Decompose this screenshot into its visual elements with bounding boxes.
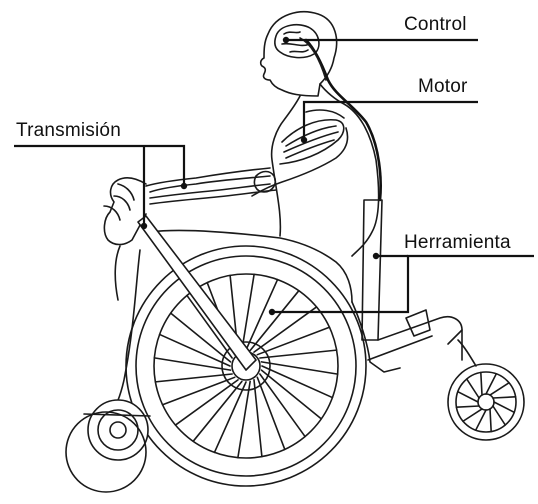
caster-spoke <box>458 392 478 402</box>
wheel-spoke <box>242 274 254 350</box>
wheel-spoke <box>155 374 232 382</box>
label-control: Control <box>404 14 467 36</box>
wheel-spoke <box>238 381 250 457</box>
caster-spoke <box>486 374 496 394</box>
caster-spoke <box>490 409 491 432</box>
caster-spoke <box>476 410 486 430</box>
nerve-line <box>306 40 381 200</box>
transmision-leader <box>14 146 184 186</box>
label-herramienta: Herramienta <box>404 232 511 254</box>
wheel-spoke <box>260 350 337 358</box>
wheel-spoke <box>154 358 230 370</box>
muscle-forearm <box>150 176 270 192</box>
wheel-spoke <box>175 380 238 425</box>
wheel-spoke <box>254 380 262 457</box>
wheel-spoke <box>254 307 317 352</box>
caster-spoke <box>493 406 505 425</box>
caster-spoke <box>494 402 514 412</box>
caster-spoke <box>490 383 509 395</box>
back-outline <box>320 84 379 256</box>
label-motor: Motor <box>418 76 468 98</box>
wheel-spoke <box>261 362 337 374</box>
label-transmision: Transmisión <box>16 120 121 142</box>
caster-spoke <box>467 379 479 398</box>
caster-spoke <box>493 397 516 398</box>
caster-spoke <box>456 406 479 407</box>
brain-icon <box>275 25 319 58</box>
caster-spoke <box>481 372 482 395</box>
wheelchair <box>66 216 524 492</box>
wheel-spoke <box>260 374 305 437</box>
caster-spoke <box>463 409 482 421</box>
